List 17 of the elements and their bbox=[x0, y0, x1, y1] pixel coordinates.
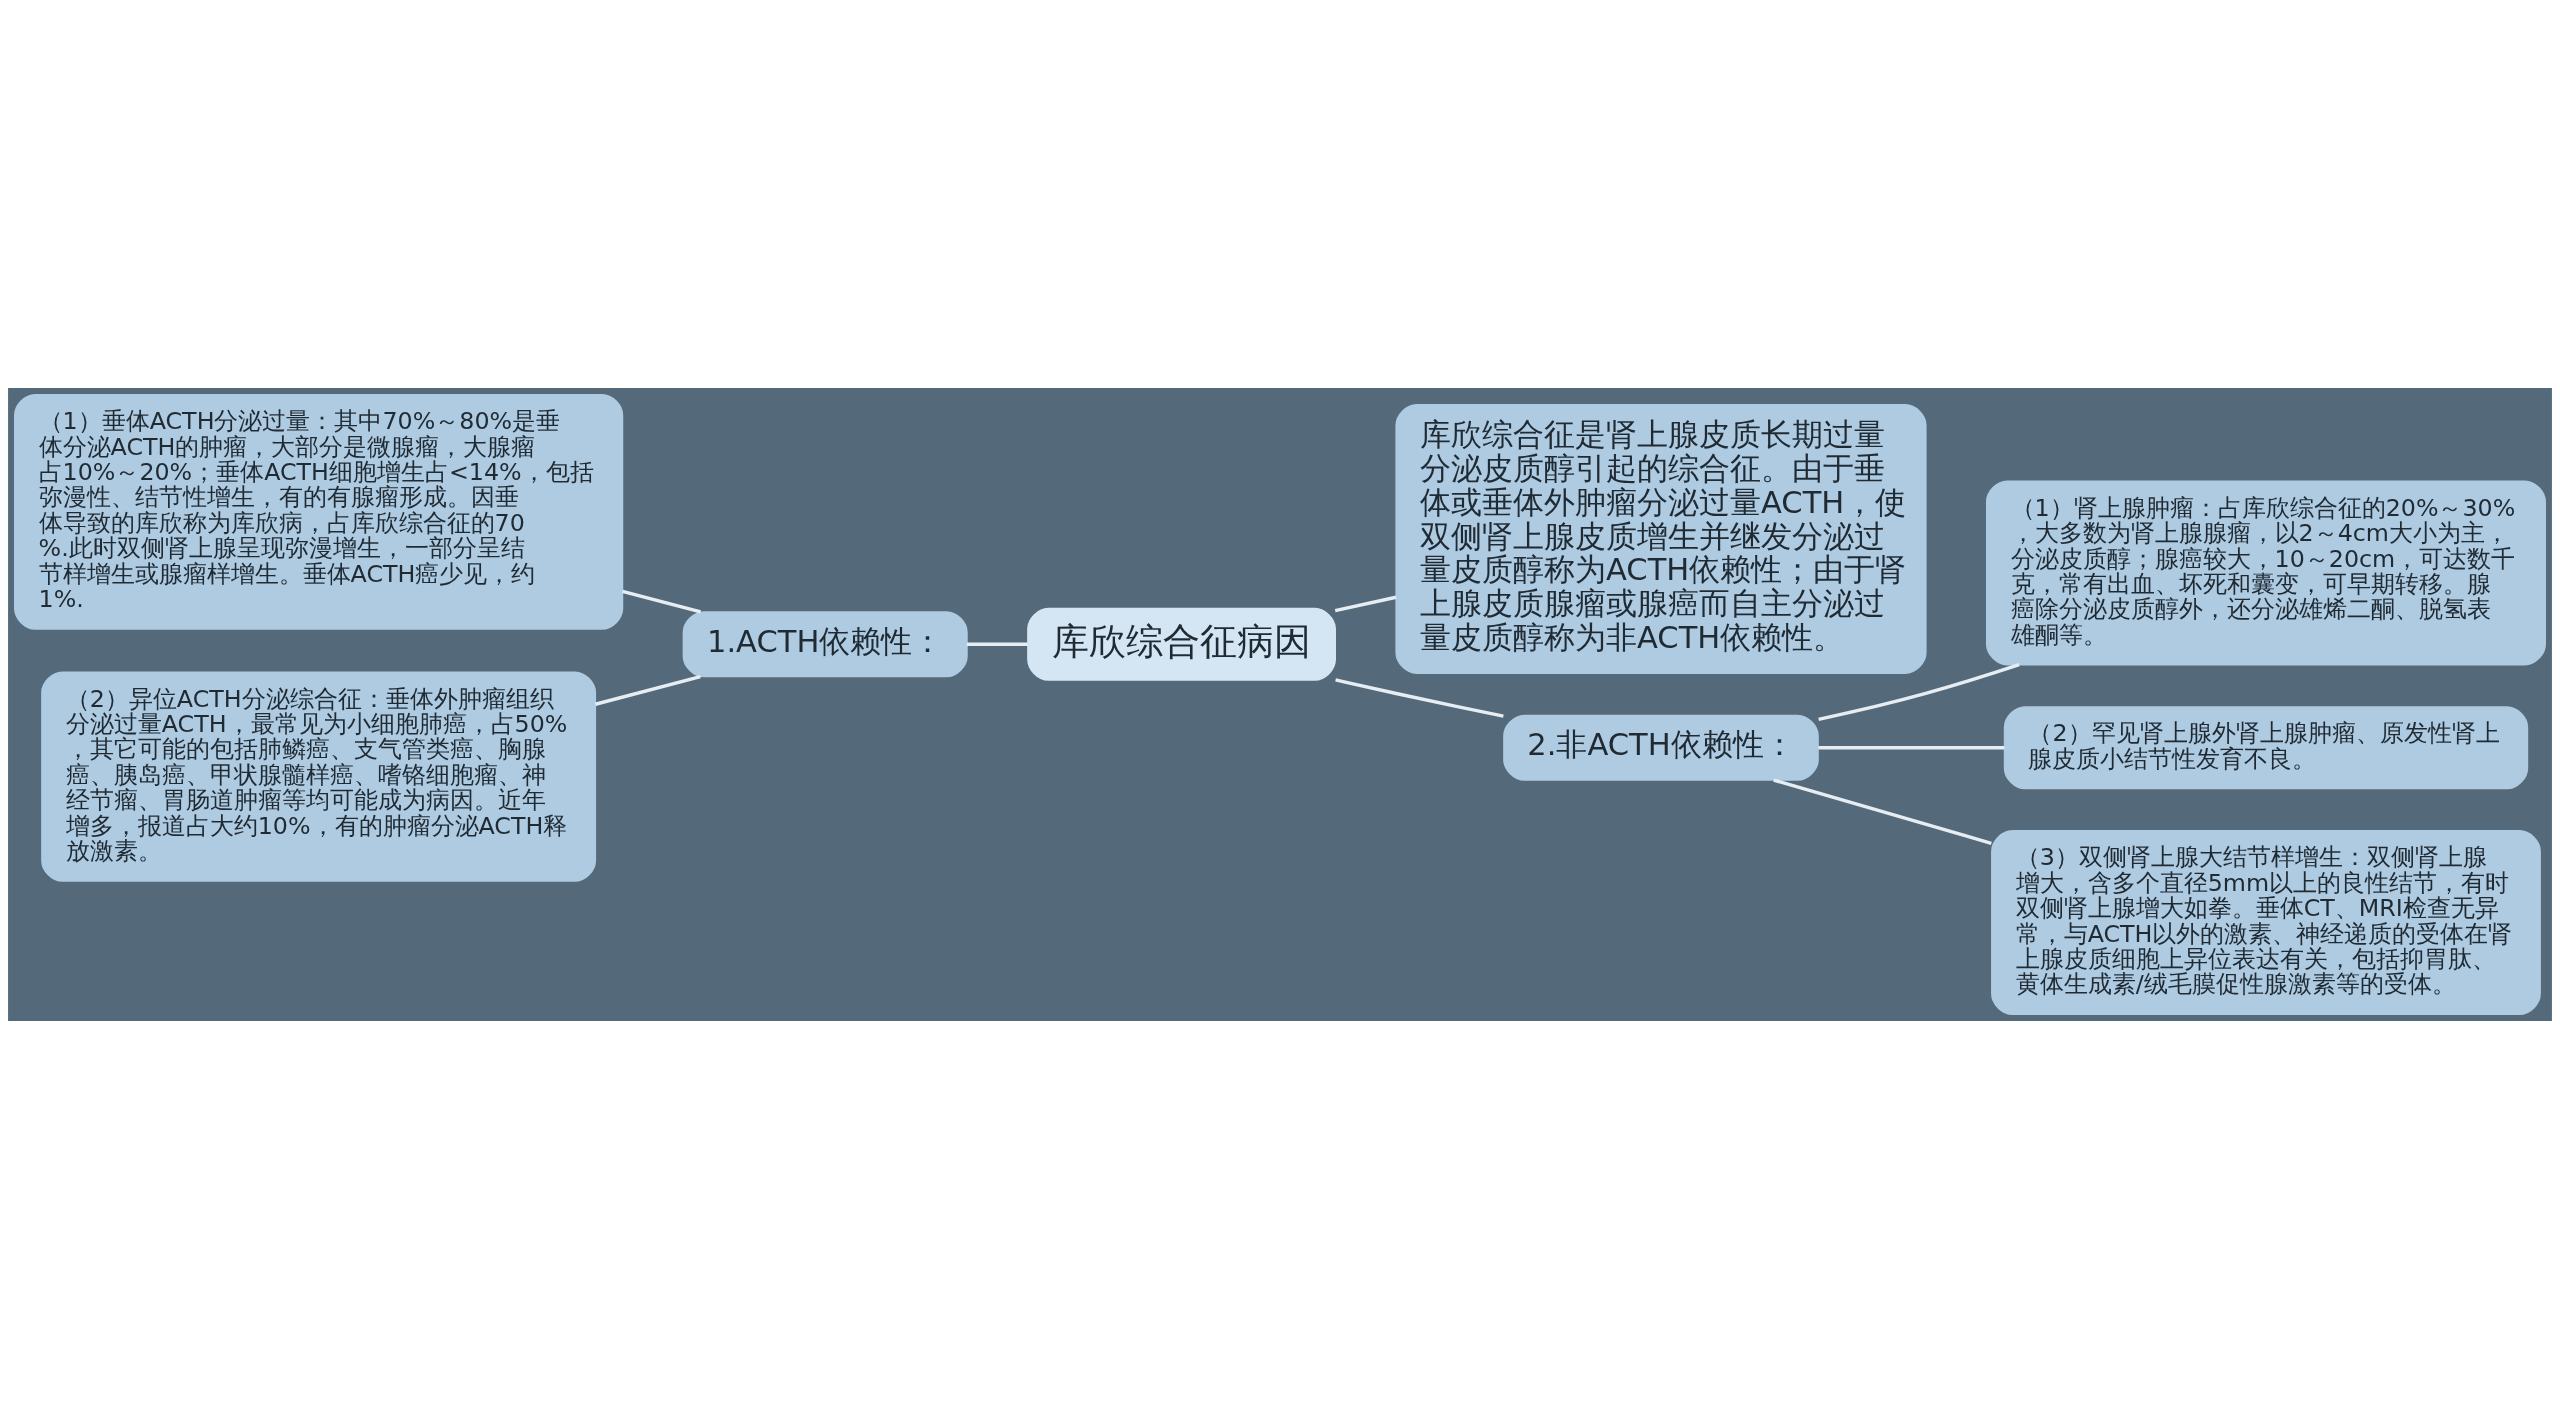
connector bbox=[1335, 678, 1504, 718]
connector bbox=[622, 589, 702, 614]
connector bbox=[966, 642, 1028, 646]
node-box: （2）异位ACTH分泌综合征：垂体外肿瘤组织分泌过量ACTH，最常见为小细胞肺癌，占50%，其它可能的包括肺鳞癌、支气管类癌、胸腺癌、胰岛癌、甲状腺髓样癌、嗜铬细胞瘤、神经节瘤、胃肠道肿瘤等均可能成为病因。近年增多，报道占大约10%，有的肿瘤分泌ACTH释放激素。 bbox=[41, 671, 597, 882]
connector bbox=[1818, 746, 2005, 750]
node-box: （2）罕见肾上腺外肾上腺肿瘤、原发性肾上腺皮质小结节性发育不良。 bbox=[2003, 706, 2529, 790]
node-box: （1）垂体ACTH分泌过量：其中70%～80%是垂体分泌ACTH的肿瘤，大部分是微腺瘤，大腺瘤占10%～20%；垂体ACTH细胞增生占<14%，包括弥漫性、结节性增生，有的有腺瘤形成。因垂体导致的库欣称为库欣病，占库欣综合征的70%.此时双侧肾上腺呈现弥漫增生，一部分呈结节样增生或腺瘤样增生。垂体ACTH癌少见，约1%. bbox=[14, 393, 624, 630]
node-box: （1）肾上腺肿瘤：占库欣综合征的20%～30%，大多数为肾上腺腺瘤，以2～4cm大小为主，分泌皮质醇；腺癌较大，10～20cm，可达数千克，常有出血、坏死和囊变，可早期转移。腺癌除分泌皮质醇外，还分泌雄烯二酮、脱氢表雄酮等。 bbox=[1985, 480, 2546, 666]
node-box: 1.ACTH依赖性： bbox=[682, 611, 968, 678]
connector bbox=[595, 675, 701, 706]
connector bbox=[1818, 663, 2020, 721]
node-box: （3）双侧肾上腺大结节样增生：双侧肾上腺增大，含多个直径5mm以上的良性结节，有时双侧肾上腺增大如拳。垂体CT、MRI检查无异常，与ACTH以外的激素、神经递质的受体在肾上腺皮质细胞上异位表达有关，包括抑胃肽、黄体生成素/绒毛膜促性腺激素等的受体。 bbox=[1991, 830, 2541, 1016]
node-box: 库欣综合征是肾上腺皮质长期过量分泌皮质醇引起的综合征。由于垂体或垂体外肿瘤分泌过量ACTH，使双侧肾上腺皮质增生并继发分泌过量皮质醇称为ACTH依赖性；由于肾上腺皮质腺瘤或腺癌而自主分泌过量皮质醇称为非ACTH依赖性。 bbox=[1395, 404, 1927, 674]
connector bbox=[1773, 778, 1992, 845]
connector bbox=[1334, 595, 1397, 613]
node-box: 2.非ACTH依赖性： bbox=[1503, 714, 1819, 781]
node-box: 库欣综合征病因 bbox=[1027, 607, 1336, 681]
